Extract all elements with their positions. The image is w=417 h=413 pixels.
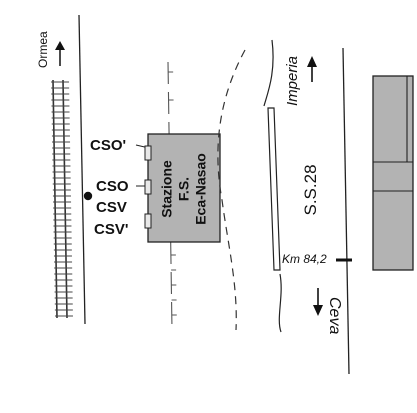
ceva-label: Ceva	[326, 297, 343, 334]
axis-ticks	[168, 71, 177, 316]
station-name-line1: Stazione	[159, 160, 175, 218]
csv-prime-label: CSV'	[94, 221, 128, 238]
right-boundary-line	[342, 47, 350, 375]
csv-label: CSV	[96, 199, 127, 216]
sensor-box-cso-top	[144, 145, 152, 161]
railway-sleepers	[51, 81, 73, 317]
road-strip	[267, 107, 281, 271]
station-name-line2: F.S.	[176, 177, 192, 201]
road-name-label: S.S.28	[301, 164, 320, 215]
arrow-down-icon	[313, 288, 323, 316]
sensor-point-icon	[83, 191, 93, 201]
left-boundary-line	[78, 14, 86, 325]
arrow-up-icon	[55, 41, 65, 66]
right-building	[372, 75, 414, 271]
sensor-box-csv	[144, 213, 152, 229]
cso-label: CSO	[96, 178, 129, 195]
ormea-label: Ormea	[36, 31, 50, 68]
road-edge-line	[263, 39, 282, 333]
km-marker-label: Km 84,2	[282, 252, 327, 266]
station-name-line3: Eca-Nasao	[193, 153, 209, 225]
station-building: Stazione F.S. Eca-Nasao	[144, 133, 221, 243]
imperia-label: Imperia	[284, 56, 301, 106]
sensor-box-cso	[144, 179, 152, 195]
railway-track	[51, 79, 73, 319]
cso-top-label: CSO'	[90, 137, 126, 154]
arrow-up-icon	[307, 56, 317, 82]
dashed-curve	[217, 49, 246, 331]
